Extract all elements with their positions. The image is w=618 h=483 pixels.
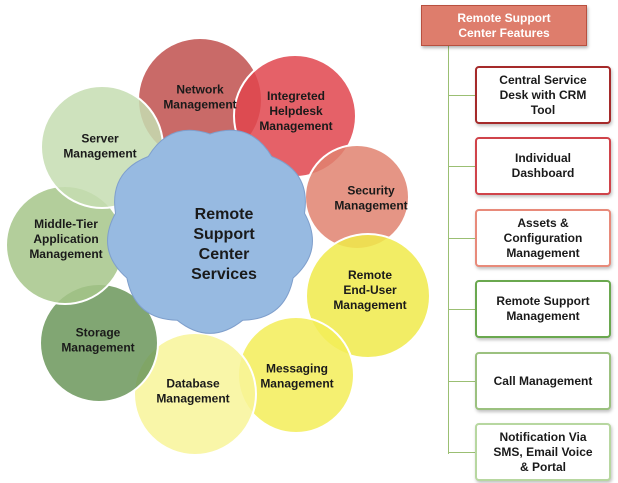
label-messaging-management-line-2: Management — [260, 377, 333, 391]
label-server-management-line-1: Server — [81, 132, 119, 146]
feature-connector-5 — [448, 381, 475, 382]
center-services-blob — [107, 129, 313, 334]
label-storage-management-line-1: Storage — [76, 326, 121, 340]
feature-central-service-desk: Central Service Desk with CRM Tool — [475, 66, 611, 124]
label-storage-management-line-2: Management — [61, 341, 134, 355]
feature-call-management: Call Management — [475, 352, 611, 410]
center-label-line-3: Center — [199, 246, 250, 263]
feature-remote-support: Remote Support Management — [475, 280, 611, 338]
label-network-management-line-1: Network — [176, 83, 224, 97]
label-middle-tier-application-management-line-3: Management — [29, 247, 102, 261]
label-messaging-management-line-1: Messaging — [266, 362, 328, 376]
feature-assets-configuration: Assets & Configuration Management — [475, 209, 611, 267]
center-label-line-1: Remote — [195, 206, 254, 223]
label-middle-tier-application-management-line-2: Application — [33, 232, 98, 246]
features-header: Remote Support Center Features — [421, 5, 587, 46]
feature-connector-trunk — [448, 46, 449, 454]
label-remote-end-user-management-line-3: Management — [333, 298, 406, 312]
feature-connector-4 — [448, 309, 475, 310]
feature-connector-1 — [448, 95, 475, 96]
feature-notification: Notification Via SMS, Email Voice & Port… — [475, 423, 611, 481]
circle-remote-end-user-management — [305, 233, 431, 359]
label-network-management-line-2: Management — [163, 98, 236, 112]
center-label-line-4: Services — [191, 266, 257, 283]
feature-connector-3 — [448, 238, 475, 239]
center-label-line-2: Support — [193, 226, 255, 243]
label-database-management-line-1: Database — [166, 377, 220, 391]
label-middle-tier-application-management-line-1: Middle-Tier — [34, 217, 98, 231]
label-security-management-line-1: Security — [347, 184, 395, 198]
feature-connector-6 — [448, 452, 475, 453]
circle-database-management — [133, 332, 257, 456]
label-database-management-line-2: Management — [156, 392, 229, 406]
label-remote-end-user-management-line-1: Remote — [348, 268, 392, 282]
label-security-management-line-2: Management — [334, 199, 407, 213]
feature-connector-2 — [448, 166, 475, 167]
feature-individual-dashboard: Individual Dashboard — [475, 137, 611, 195]
center-label: Remote Support Center Services — [191, 206, 257, 283]
label-remote-end-user-management-line-2: End-User — [343, 283, 397, 297]
label-integreted-helpdesk-management-line-1: Integreted — [267, 89, 325, 103]
label-integreted-helpdesk-management-line-2: Helpdesk — [269, 104, 323, 118]
label-server-management-line-2: Management — [63, 147, 136, 161]
label-integreted-helpdesk-management-line-3: Management — [259, 119, 332, 133]
